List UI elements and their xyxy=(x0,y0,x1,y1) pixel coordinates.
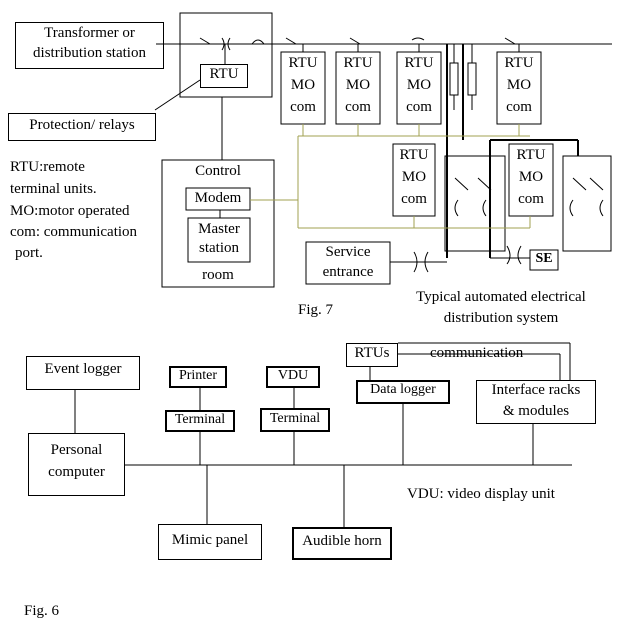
printer-box xyxy=(169,366,227,388)
station-frame xyxy=(179,12,273,98)
rtu-unit-2-l3: com xyxy=(345,99,371,115)
rtus-label: RTUs xyxy=(354,345,390,361)
rtu-unit-3-l2: MO xyxy=(406,77,432,93)
service-entrance-label-1: Service xyxy=(325,244,371,260)
rtu-unit-1-l1: RTU xyxy=(288,55,318,71)
terminal-box-2 xyxy=(260,408,330,432)
data-logger-label: Data logger xyxy=(370,382,436,397)
mimic-panel-label: Mimic panel xyxy=(171,532,249,548)
rtu-unit-3-l1: RTU xyxy=(404,55,434,71)
personal-computer-box xyxy=(28,433,125,496)
interface-racks-label-1: Interface racks xyxy=(491,382,581,398)
fig7-caption-1: Typical automated electrical xyxy=(416,289,586,305)
legend-line-3: MO:motor operated xyxy=(10,203,130,219)
rtu-unit-5-l2: MO xyxy=(401,169,427,185)
fig6-label: Fig. 6 xyxy=(24,603,60,619)
protection-label: Protection/ relays xyxy=(29,117,135,133)
rtu-unit-4-l3: com xyxy=(506,99,532,115)
master-station-label-1: Master xyxy=(198,221,240,237)
transformer-label-2: distribution station xyxy=(33,45,146,61)
terminal-label-2: Terminal xyxy=(269,411,321,426)
event-logger-box xyxy=(26,356,140,390)
rtu-unit-1-l2: MO xyxy=(290,77,316,93)
rtu-unit-6-l3: com xyxy=(518,191,544,207)
fig7-caption-2: distribution system xyxy=(443,310,559,326)
terminal-label-1: Terminal xyxy=(174,412,226,427)
legend-line-2: terminal units. xyxy=(10,181,97,197)
vdu-legend: VDU: video display unit xyxy=(407,486,555,502)
rtu-unit-6-l2: MO xyxy=(518,169,544,185)
personal-computer-label-1: Personal xyxy=(50,442,103,458)
personal-computer-label-2: computer xyxy=(48,464,105,480)
master-station-label-2: station xyxy=(199,240,239,256)
rtu-station-box xyxy=(200,64,248,88)
rtu-unit-5-l3: com xyxy=(401,191,427,207)
rtu-unit-5-l1: RTU xyxy=(399,147,429,163)
legend-line-4: com: communication xyxy=(10,224,138,240)
data-logger-box xyxy=(356,380,450,404)
communication-label: communication xyxy=(430,345,524,361)
transformer-box xyxy=(15,22,164,69)
fig7-label: Fig. 7 xyxy=(298,302,334,318)
audible-horn-box xyxy=(292,527,392,560)
rtu-unit-4-l2: MO xyxy=(506,77,532,93)
rtu-unit-3-l3: com xyxy=(406,99,432,115)
vdu-label: VDU xyxy=(277,368,309,383)
interface-racks-label-2: & modules xyxy=(502,403,570,419)
rtu-unit-2-l1: RTU xyxy=(343,55,373,71)
rtu-unit-2-l2: MO xyxy=(345,77,371,93)
terminal-box-1 xyxy=(165,410,235,432)
rtus-box xyxy=(346,343,398,367)
interface-racks-box xyxy=(476,380,596,424)
se-label: SE xyxy=(535,251,553,266)
room-label: room xyxy=(202,267,234,283)
vdu-box xyxy=(266,366,320,388)
service-entrance-label-2: entrance xyxy=(322,264,374,280)
printer-label: Printer xyxy=(178,368,218,383)
rtu-unit-4-l1: RTU xyxy=(504,55,534,71)
legend-line-1: RTU:remote xyxy=(10,159,85,175)
transformer-label-1: Transformer or xyxy=(44,25,135,41)
rtu-unit-1-l3: com xyxy=(290,99,316,115)
audible-horn-label: Audible horn xyxy=(302,533,382,549)
rtu-unit-6-l1: RTU xyxy=(516,147,546,163)
mimic-panel-box xyxy=(158,524,262,560)
protection-box xyxy=(8,113,156,141)
rtu-station-label: RTU xyxy=(209,66,239,82)
control-label: Control xyxy=(195,163,241,179)
event-logger-label: Event logger xyxy=(44,361,122,377)
legend-line-5: port. xyxy=(15,245,43,261)
modem-label: Modem xyxy=(194,190,242,206)
